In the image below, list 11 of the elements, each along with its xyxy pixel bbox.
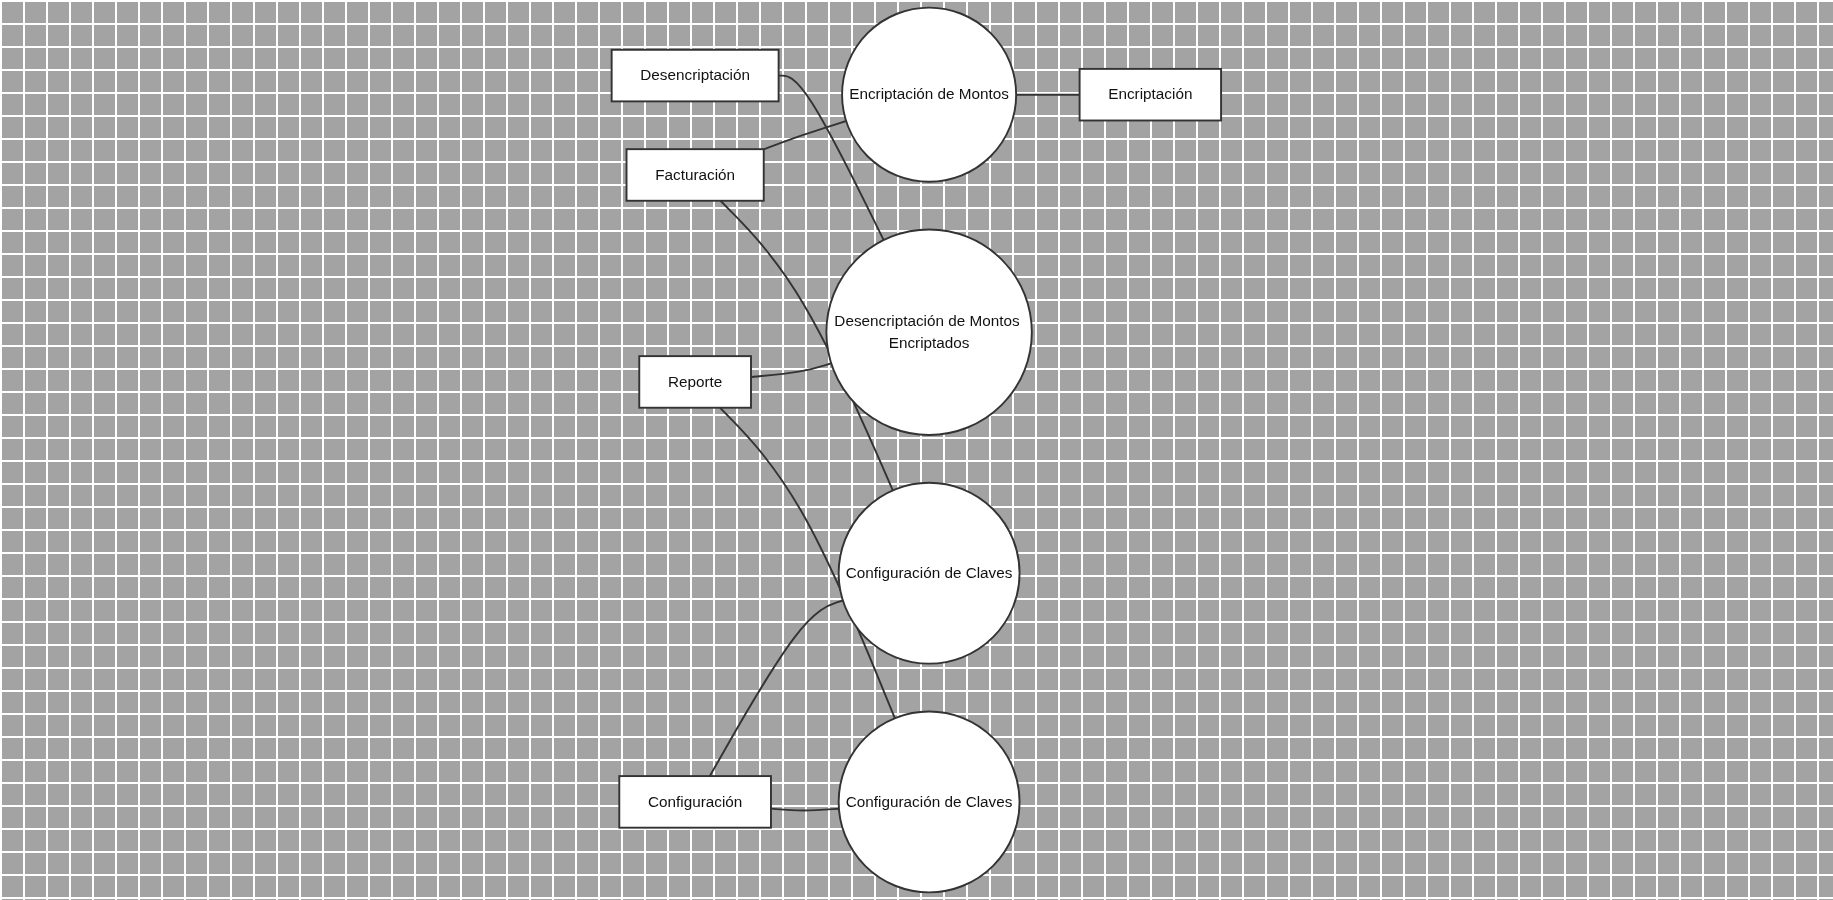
connector — [762, 120, 848, 151]
node-box: Reporte — [638, 355, 753, 409]
connector — [709, 599, 844, 778]
node-circle: Desencriptación de Montos Encriptados — [825, 228, 1033, 436]
node-box: Desencriptación — [610, 48, 780, 103]
node-box: Configuración — [618, 775, 773, 829]
node-circle: Encriptación de Montos — [841, 6, 1018, 183]
node-box: Encriptación — [1078, 67, 1223, 122]
node-circle: Configuración de Claves — [837, 481, 1021, 665]
node-circle: Configuración de Claves — [837, 710, 1021, 894]
node-box: Facturación — [625, 148, 765, 202]
